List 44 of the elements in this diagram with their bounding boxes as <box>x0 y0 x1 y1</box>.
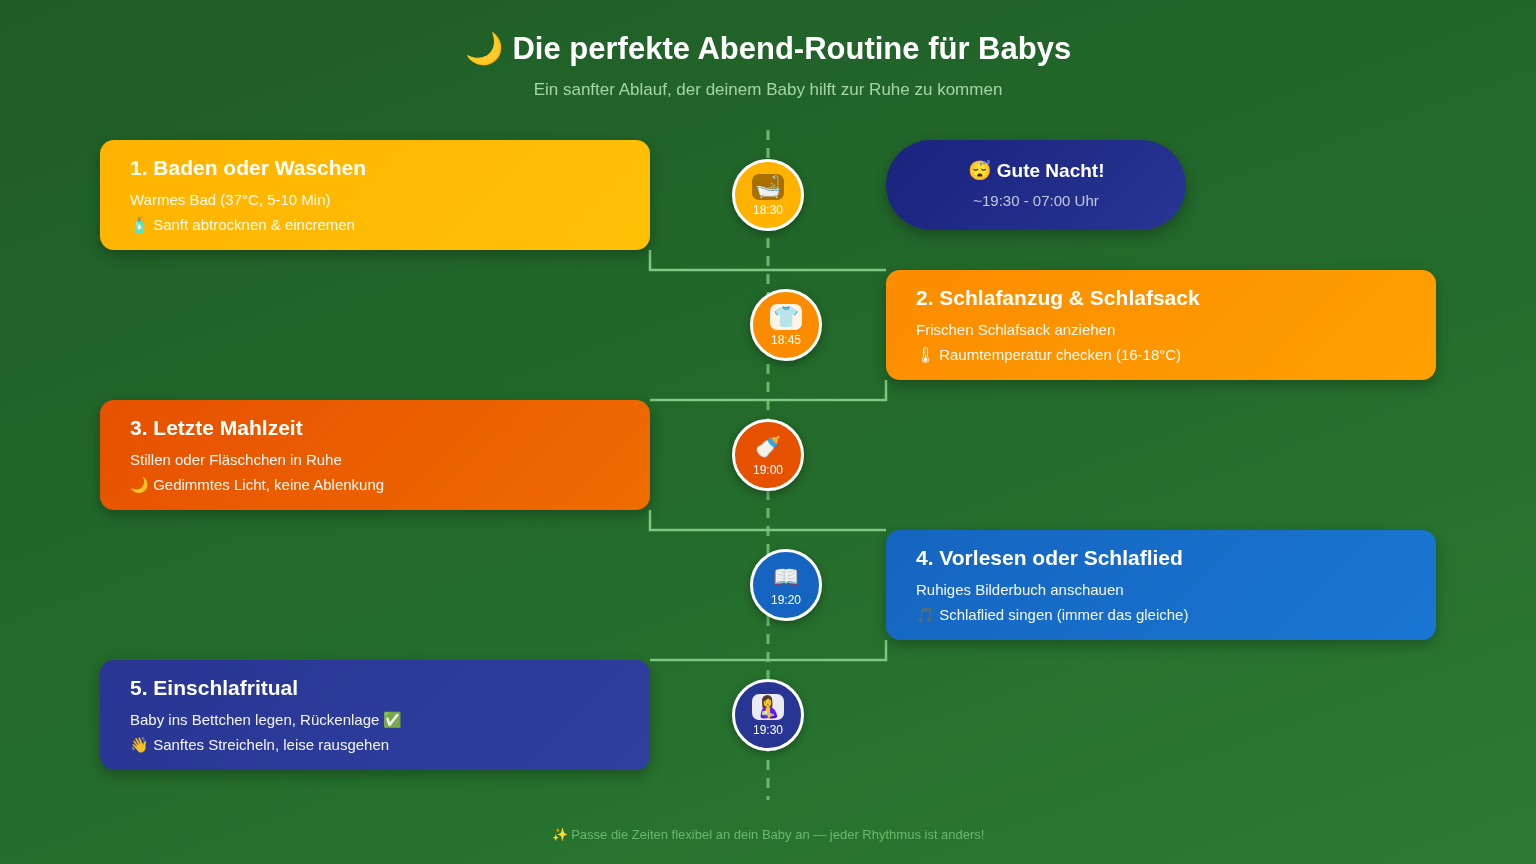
step-emoji: 🛁 <box>752 173 784 200</box>
time-circle <box>732 419 804 491</box>
step-card <box>886 530 1436 640</box>
step-time: 19:30 <box>753 722 783 737</box>
step-title: 4. Vorlesen oder Schlaflied <box>916 545 1183 571</box>
time-circle <box>732 159 804 231</box>
time-circle <box>750 289 822 361</box>
night-hours: ~19:30 - 07:00 Uhr <box>973 191 1099 211</box>
step-time: 18:45 <box>771 332 801 347</box>
night-title: 😴 Gute Nacht! <box>967 159 1105 183</box>
step-title: 2. Schlafanzug & Schlafsack <box>916 285 1200 311</box>
diagram-subtitle: Ein sanfter Ablauf, der deinem Baby hilft zur Ruhe zu kommen <box>533 79 1003 101</box>
step-title: 3. Letzte Mahlzeit <box>130 415 303 441</box>
step-detail: 🎵 Schlaflied singen (immer das gleiche) <box>916 605 1189 625</box>
step-card <box>886 270 1436 380</box>
step-detail: 👋 Sanftes Streicheln, leise rausgehen <box>130 735 390 755</box>
step-detail: Warmes Bad (37°C, 5-10 Min) <box>130 190 331 210</box>
connector-line <box>648 250 886 272</box>
step-time: 18:30 <box>753 202 783 217</box>
diagram-title: 🌙 Die perfekte Abend-Routine für Babys <box>464 30 1072 68</box>
step-card <box>100 400 650 510</box>
step-title: 1. Baden oder Waschen <box>130 155 367 181</box>
step-emoji: 👕 <box>770 303 802 330</box>
step-emoji: 🍼 <box>754 433 782 460</box>
step-detail: 🌙 Gedimmtes Licht, keine Ablenkung <box>130 475 385 495</box>
step-detail: 🧴 Sanft abtrocknen & eincremen <box>130 215 355 235</box>
step-detail: Ruhiges Bilderbuch anschauen <box>916 580 1124 600</box>
connector-line <box>650 380 888 402</box>
step-title: 5. Einschlafritual <box>130 675 299 701</box>
step-detail: Stillen oder Fläschchen in Ruhe <box>130 450 342 470</box>
step-detail: 🌡 Raumtemperatur checken (16-18°C) <box>916 345 1182 365</box>
step-card <box>100 660 650 770</box>
time-circle <box>732 679 804 751</box>
step-card <box>100 140 650 250</box>
step-time: 19:00 <box>753 462 783 477</box>
step-detail: Frischen Schlafsack anziehen <box>916 320 1116 340</box>
footer-note: ✨ Passe die Zeiten flexibel an dein Baby an — jeder Rhythmus ist anders! <box>551 826 985 844</box>
step-emoji: 📖 <box>772 563 800 590</box>
step-detail: Baby ins Bettchen legen, Rückenlage ✅ <box>130 710 403 730</box>
time-circle <box>750 549 822 621</box>
connector-line <box>648 510 886 532</box>
step-emoji: 🤱 <box>752 693 784 720</box>
connector-line <box>650 640 888 662</box>
step-time: 19:20 <box>771 592 801 607</box>
